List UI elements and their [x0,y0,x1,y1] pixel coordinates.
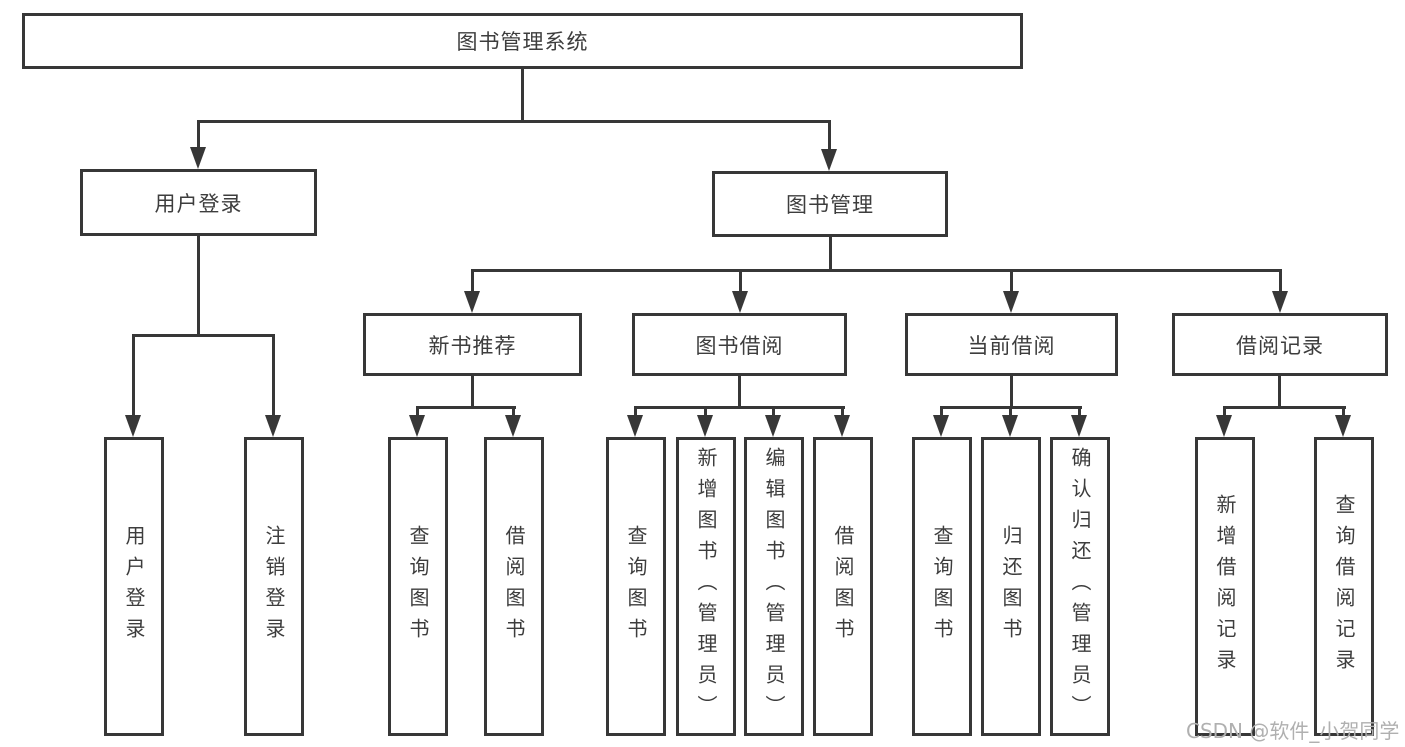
leaf-bb-add-books-admin: 新增图书（管理员） [676,437,736,736]
node-book-borrow: 图书借阅 [632,313,847,376]
watermark: CSDN @软件_小贺同学 [1186,719,1400,743]
connector-arm [739,269,742,293]
leaf-br-query-record: 查询借阅记录 [1314,437,1374,736]
connector-arm [1010,269,1013,293]
connector-arm [197,120,200,150]
leaf-nb-borrow-books: 借阅图书 [484,437,544,736]
node-book-management-label: 图书管理 [786,193,874,217]
connector-stem [521,69,524,122]
leaf-user-login-label: 用户登录 [122,524,146,649]
leaf-cb-query-books-label: 查询图书 [930,524,954,649]
arrow-down-icon [1216,415,1232,437]
node-root: 图书管理系统 [22,13,1023,69]
node-user-login-label: 用户登录 [154,191,243,216]
leaf-bb-query-books: 查询图书 [606,437,666,736]
connector-stem [471,376,474,408]
arrow-down-icon [697,415,713,437]
connector-stem [738,376,741,408]
leaf-br-add-record-label: 新增借阅记录 [1213,493,1237,680]
arrow-down-icon [1002,415,1018,437]
connector-crossbar [197,120,831,123]
connector-arm [1342,406,1345,418]
connector-arm [634,406,637,418]
connector-crossbar [1223,406,1346,409]
arrow-down-icon [265,415,281,437]
arrow-down-icon [732,291,748,313]
node-borrow-records-label: 借阅记录 [1236,333,1324,358]
arrow-down-icon [1071,415,1087,437]
leaf-cb-confirm-return-admin-label: 确认归还（管理员） [1068,447,1092,726]
node-borrow-records: 借阅记录 [1172,313,1388,376]
arrow-down-icon [1003,291,1019,313]
connector-arm [704,406,707,418]
arrow-down-icon [125,415,141,437]
leaf-logout: 注销登录 [244,437,304,736]
node-root-label: 图书管理系统 [456,30,589,54]
connector-arm [772,406,775,418]
node-user-login: 用户登录 [80,169,317,236]
connector-arm [471,269,474,293]
connector-stem [1010,376,1013,408]
connector-crossbar [132,334,275,337]
arrow-down-icon [834,415,850,437]
leaf-logout-label: 注销登录 [262,524,286,649]
connector-stem [829,237,832,271]
connector-arm [841,406,844,418]
arrow-down-icon [1272,291,1288,313]
connector-crossbar [416,406,516,409]
leaf-nb-query-books: 查询图书 [388,437,448,736]
connector-arm [1223,406,1226,418]
connector-arm [272,334,275,418]
leaf-nb-query-books-label: 查询图书 [406,524,430,649]
leaf-bb-query-books-label: 查询图书 [624,524,648,649]
node-current-borrow: 当前借阅 [905,313,1118,376]
connector-stem [1278,376,1281,408]
connector-arm [1078,406,1081,418]
connector-arm [940,406,943,418]
leaf-cb-confirm-return-admin: 确认归还（管理员） [1050,437,1110,736]
arrow-down-icon [765,415,781,437]
connector-arm [1009,406,1012,418]
leaf-cb-return-books: 归还图书 [981,437,1041,736]
arrow-down-icon [933,415,949,437]
connector-arm [512,406,515,418]
connector-arm [1279,269,1282,293]
connector-crossbar [471,269,1282,272]
node-book-borrow-label: 图书借阅 [695,333,784,358]
leaf-bb-add-books-admin-label: 新增图书（管理员） [694,447,718,726]
leaf-bb-borrow-books-label: 借阅图书 [831,524,855,649]
leaf-cb-return-books-label: 归还图书 [999,524,1023,649]
node-current-borrow-label: 当前借阅 [967,333,1056,358]
arrow-down-icon [1335,415,1351,437]
leaf-user-login: 用户登录 [104,437,164,736]
arrow-down-icon [821,149,837,171]
leaf-br-add-record: 新增借阅记录 [1195,437,1255,736]
leaf-br-query-record-label: 查询借阅记录 [1332,493,1356,680]
leaf-bb-edit-books-admin: 编辑图书（管理员） [744,437,804,736]
connector-arm [828,120,831,152]
node-book-management: 图书管理 [712,171,948,237]
connector-arm [416,406,419,418]
arrow-down-icon [190,147,206,169]
node-new-books-label: 新书推荐 [428,333,517,358]
arrow-down-icon [464,291,480,313]
arrow-down-icon [409,415,425,437]
connector-crossbar [634,406,845,409]
arrow-down-icon [505,415,521,437]
leaf-cb-query-books: 查询图书 [912,437,972,736]
leaf-bb-edit-books-admin-label: 编辑图书（管理员） [762,447,786,726]
leaf-bb-borrow-books: 借阅图书 [813,437,873,736]
arrow-down-icon [627,415,643,437]
connector-arm [132,334,135,418]
leaf-nb-borrow-books-label: 借阅图书 [502,524,526,649]
connector-stem [197,236,200,337]
node-new-books: 新书推荐 [363,313,582,376]
